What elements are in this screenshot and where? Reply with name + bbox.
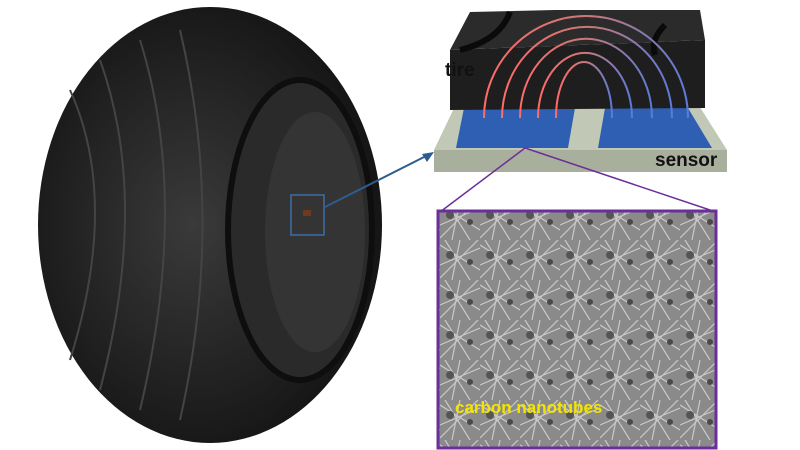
tire-photo — [38, 7, 382, 443]
left-electrode — [456, 108, 575, 148]
field-lines — [483, 15, 689, 119]
carbon-nanotube-micrograph — [436, 209, 718, 450]
sensor-substrate — [434, 104, 727, 172]
carbon-nanotubes-label: carbon nanotubes — [455, 398, 603, 417]
sensor-location-marker — [290, 194, 325, 236]
tire-tread-block — [450, 10, 705, 110]
sensor-label: sensor — [655, 150, 718, 171]
callout-arrow — [324, 153, 431, 208]
right-electrode — [598, 108, 712, 148]
tire-label: tire — [445, 60, 475, 81]
